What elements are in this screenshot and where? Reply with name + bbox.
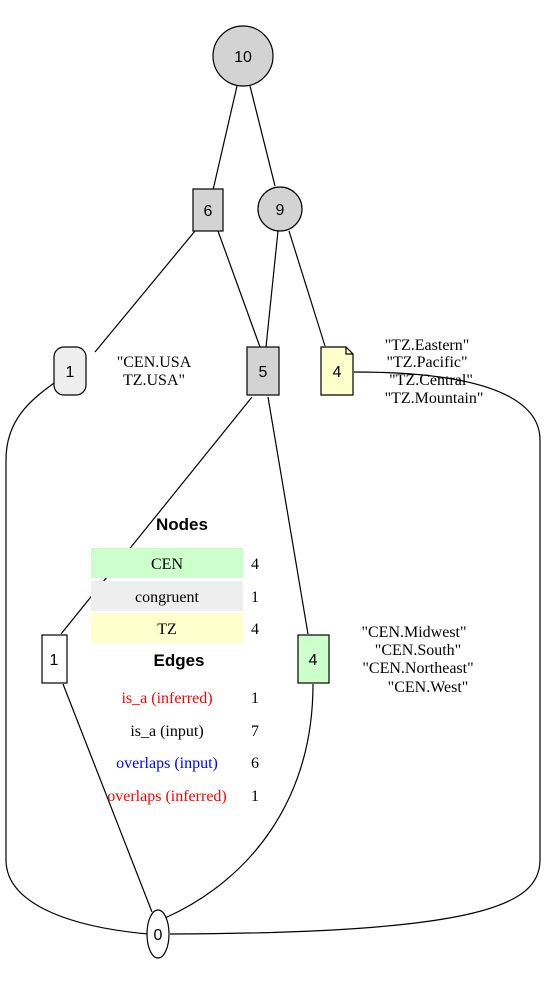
legend-edge-label: overlaps (input)	[116, 755, 218, 772]
edge-4cen-0	[164, 683, 314, 919]
legend-node-row-congruent: congruent 1	[91, 581, 259, 611]
legend-node-count: 4	[251, 556, 259, 573]
edge-9-4tz	[288, 230, 326, 347]
node-0-label: 0	[154, 927, 163, 944]
tz-line-1: "TZ.Eastern"	[385, 337, 470, 354]
tz-line-2: "TZ.Pacific"	[386, 354, 467, 371]
usa-line-2: TZ.USA"	[123, 372, 185, 389]
legend-edge-label: is_a (inferred)	[121, 690, 212, 707]
node-1-top-label: 1	[66, 364, 75, 381]
node-5-label: 5	[259, 364, 268, 381]
usa-annotation: "CEN.USA TZ.USA"	[117, 354, 192, 389]
legend-edges-title: Edges	[153, 651, 204, 670]
node-9: 9	[257, 186, 303, 232]
edge-9-5	[265, 230, 279, 348]
legend-node-count: 4	[251, 621, 259, 638]
node-4-cen: 4	[297, 634, 330, 684]
node-1-bottom: 1	[41, 634, 68, 684]
edges	[5, 85, 541, 935]
legend-edge-label: overlaps (inferred)	[107, 788, 227, 805]
cen-annotation: "CEN.Midwest" "CEN.South" "CEN.Northeast…	[361, 624, 473, 696]
edge-5-4cen	[267, 396, 309, 635]
legend-edge-count: 7	[251, 723, 259, 740]
node-10-label: 10	[234, 49, 252, 66]
legend-edge-count: 1	[251, 788, 259, 805]
legend-node-label: congruent	[135, 589, 200, 606]
legend-node-count: 1	[251, 589, 259, 606]
legend-edge-row-isa-inferred: is_a (inferred) 1	[121, 690, 259, 707]
node-4-tz: 4	[320, 346, 354, 396]
cen-line-1: "CEN.Midwest"	[361, 624, 466, 641]
node-9-label: 9	[276, 202, 285, 219]
usa-line-1: "CEN.USA	[117, 354, 192, 371]
node-5: 5	[246, 346, 280, 396]
edge-1top-0	[5, 380, 149, 935]
legend-edge-count: 6	[251, 755, 259, 772]
edge-6-5	[217, 230, 261, 348]
cen-line-4: "CEN.West"	[388, 679, 469, 696]
legend-node-row-cen: CEN 4	[91, 548, 259, 578]
node-4-cen-label: 4	[309, 652, 318, 669]
legend-nodes-title: Nodes	[156, 515, 208, 534]
edge-1bottom-0	[62, 683, 153, 913]
legend-edge-row-overlaps-inferred: overlaps (inferred) 1	[107, 788, 259, 805]
node-1-bottom-label: 1	[50, 652, 59, 669]
legend-node-label: TZ	[157, 621, 177, 638]
node-0: 0	[146, 909, 170, 959]
edge-10-9	[249, 85, 276, 187]
edge-10-6	[212, 85, 238, 191]
legend-edge-count: 1	[251, 690, 259, 707]
cen-line-3: "CEN.Northeast"	[362, 660, 473, 677]
node-10: 10	[212, 25, 274, 87]
tz-annotation: "TZ.Eastern" "TZ.Pacific" "TZ.Central" "…	[385, 337, 484, 407]
node-1-top: 1	[53, 346, 87, 396]
node-6: 6	[192, 188, 224, 232]
legend-edge-row-overlaps-input: overlaps (input) 6	[116, 755, 259, 772]
legend-node-row-tz: TZ 4	[91, 613, 259, 643]
cen-line-2: "CEN.South"	[375, 642, 461, 659]
edge-6-1	[94, 230, 196, 353]
tz-line-3: "TZ.Central"	[389, 372, 473, 389]
node-6-label: 6	[204, 203, 213, 220]
legend-edge-row-isa-input: is_a (input) 7	[130, 723, 259, 740]
legend-node-label: CEN	[151, 556, 183, 573]
legend: Nodes CEN 4 congruent 1 TZ 4 Edges is_a …	[91, 515, 259, 805]
edge-4tz-0	[169, 371, 541, 935]
tz-line-4: "TZ.Mountain"	[385, 390, 484, 407]
node-4-tz-label: 4	[333, 364, 342, 381]
legend-edge-label: is_a (input)	[130, 723, 203, 740]
